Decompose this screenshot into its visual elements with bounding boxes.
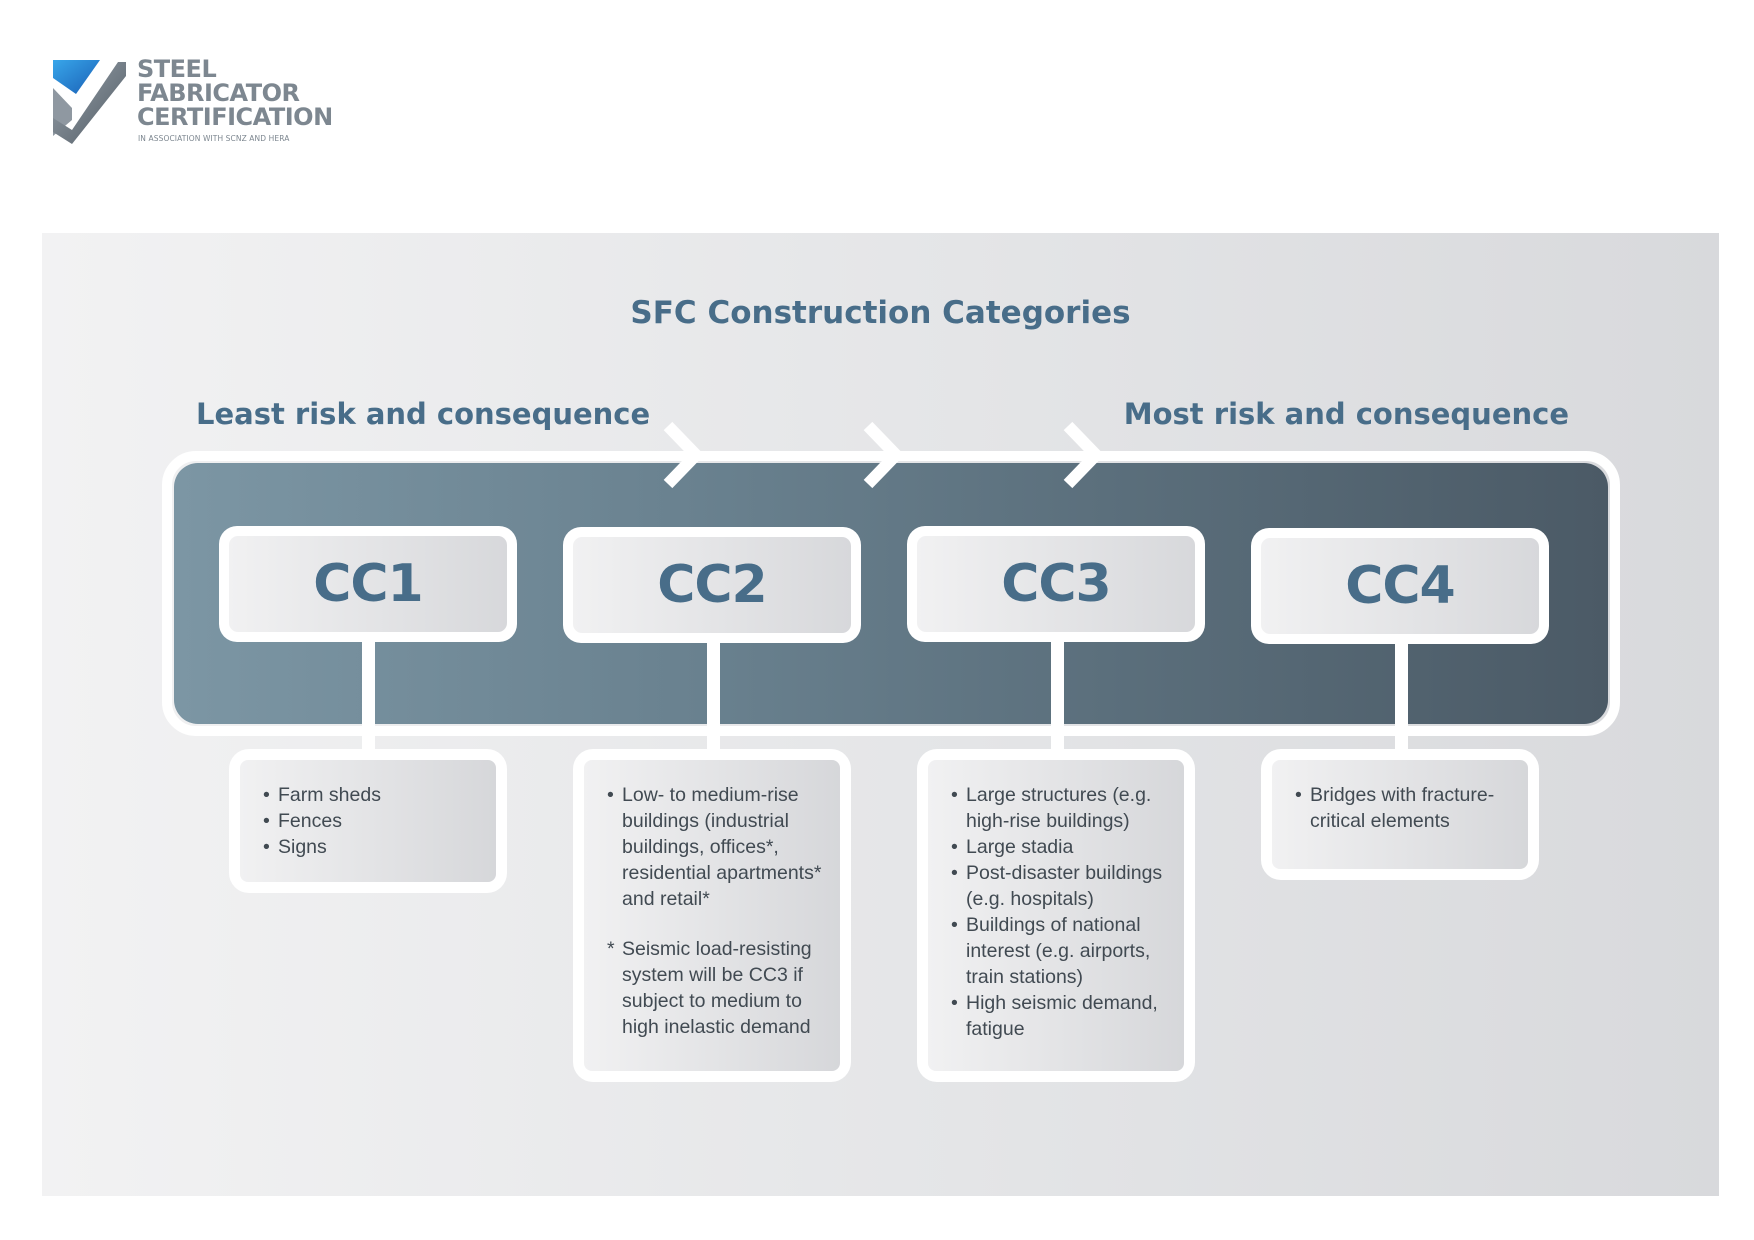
progression-arrows [663,421,1105,489]
list-item: High seismic demand, fatigue [951,990,1174,1042]
description-cc2: Low- to medium-rise buildings (industria… [573,749,851,1082]
connector-cc2 [707,633,720,753]
asterisk-icon: * [607,938,615,960]
connector-cc4 [1395,633,1408,753]
description-list: Bridges with fracture-critical elements [1272,760,1528,834]
logo-tagline: IN ASSOCIATION WITH SCNZ AND HERA [138,134,290,143]
description-cc1: Farm sheds Fences Signs [229,749,507,893]
checkmark-logo-icon [53,60,126,144]
list-item: Bridges with fracture-critical elements [1295,782,1518,834]
logo-line-certification: CERTIFICATION [137,103,333,131]
logo: STEEL FABRICATOR CERTIFICATION IN ASSOCI… [50,55,370,158]
scale-label-least: Least risk and consequence [196,397,651,431]
list-item: Signs [263,834,486,860]
diagram-panel: SFC Construction Categories Least risk a… [42,233,1719,1196]
list-item: Farm sheds [263,782,486,808]
category-label: CC1 [313,554,424,614]
list-item: Large stadia [951,834,1174,860]
list-item: Buildings of national interest (e.g. air… [951,912,1174,990]
chevron-right-icon [663,421,705,489]
category-label: CC4 [1345,556,1456,616]
footnote-text: Seismic load-resisting system will be CC… [622,938,812,1038]
connector-cc1 [362,633,375,753]
category-label: CC3 [1001,554,1112,614]
chevron-right-icon [1063,421,1105,489]
chevron-right-icon [863,421,905,489]
description-cc3: Large structures (e.g. high-rise buildin… [917,749,1195,1082]
category-cc3: CC3 [907,526,1205,642]
footnote: * Seismic load-resisting system will be … [584,936,840,1040]
logo-line-steel: STEEL [137,55,217,83]
list-item: Large structures (e.g. high-rise buildin… [951,782,1174,834]
list-item: Post-disaster buildings (e.g. hospitals) [951,860,1174,912]
connector-cc3 [1051,633,1064,753]
description-list: Large structures (e.g. high-rise buildin… [928,760,1184,1042]
description-list: Farm sheds Fences Signs [240,760,496,860]
category-cc1: CC1 [219,526,517,642]
description-cc4: Bridges with fracture-critical elements [1261,749,1539,880]
category-label: CC2 [657,555,768,615]
category-cc2: CC2 [563,527,861,643]
logo-line-fabricator: FABRICATOR [137,79,300,107]
description-list: Low- to medium-rise buildings (industria… [584,760,840,912]
list-item: Low- to medium-rise buildings (industria… [607,782,830,912]
category-cc4: CC4 [1251,528,1549,644]
list-item: Fences [263,808,486,834]
diagram-title: SFC Construction Categories [630,295,1131,331]
scale-label-most: Most risk and consequence [1123,397,1569,431]
